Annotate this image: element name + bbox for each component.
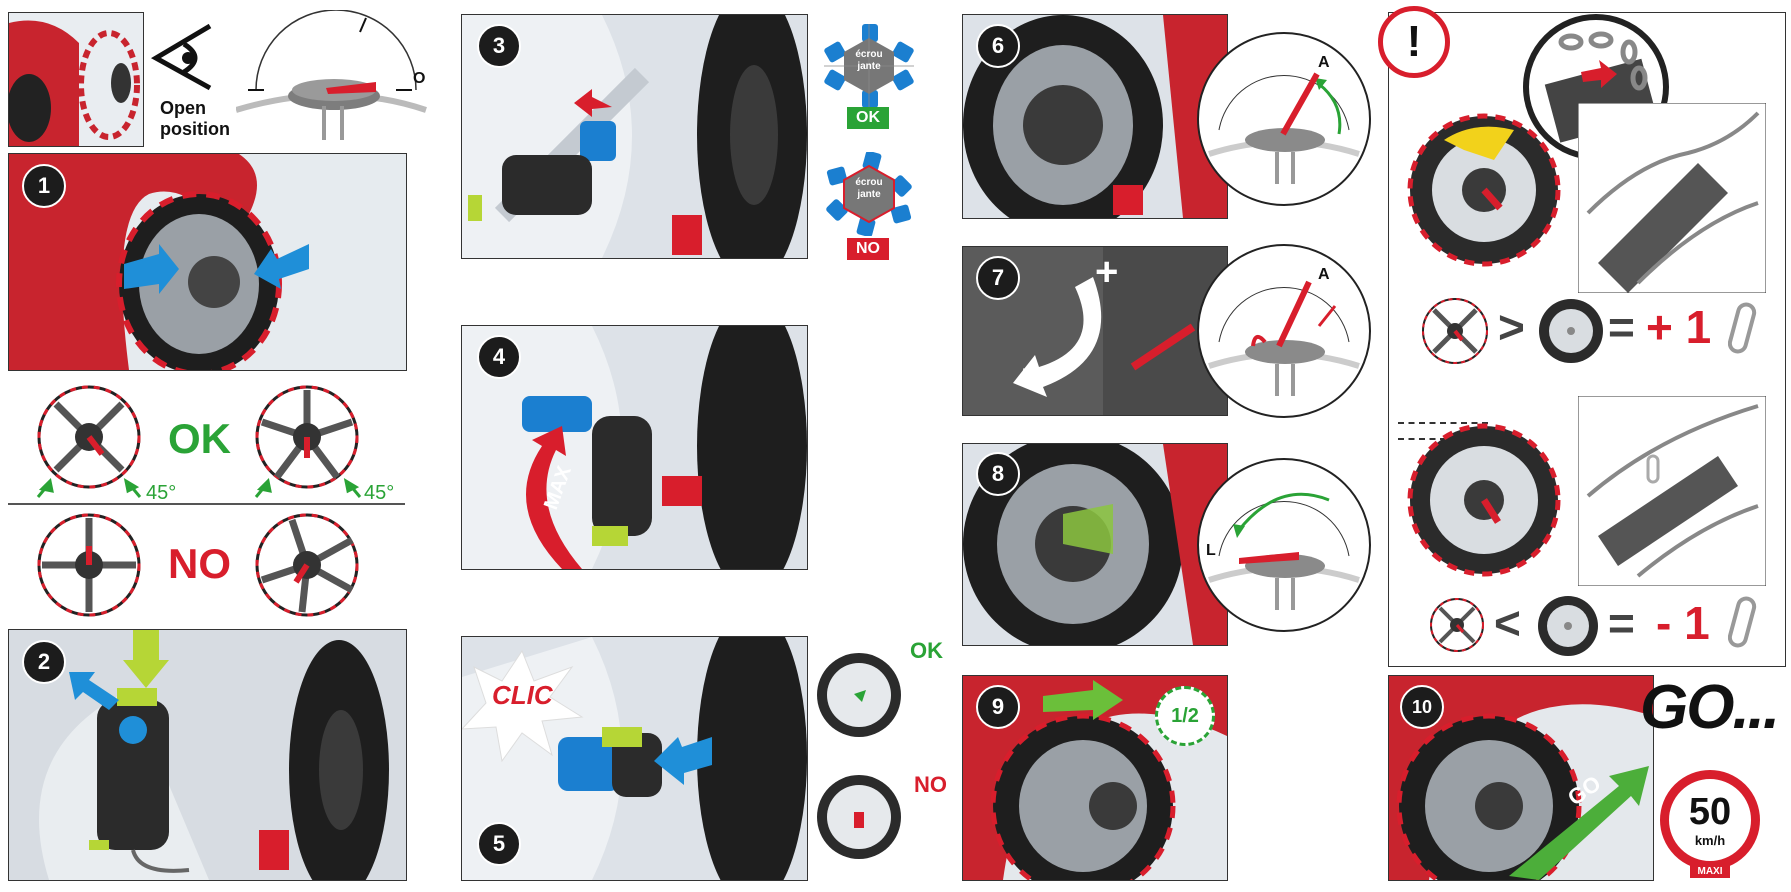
- wheel-ok-label: OK: [168, 415, 231, 462]
- step5-wheel-no: [817, 775, 901, 859]
- warning-minus-one: - 1: [1656, 597, 1710, 649]
- warning-wheel-big-2: [1407, 423, 1561, 577]
- warning-hub-1: [1539, 299, 1603, 363]
- step-1-badge: 1: [22, 164, 66, 208]
- nut-no-text-2: jante: [857, 189, 881, 200]
- chain-link-icon-2: [1728, 596, 1757, 648]
- step-7-badge: 7: [976, 256, 1020, 300]
- step-3-badge: 3: [477, 24, 521, 68]
- nut-ok-label: OK: [847, 107, 889, 129]
- nut-no-label: NO: [847, 238, 889, 260]
- step-8-badge: 8: [976, 452, 1020, 496]
- angle-label-2: 45°: [364, 482, 395, 504]
- warning-chain-closeup: [1523, 14, 1669, 160]
- speed-unit: km/h: [1694, 833, 1726, 848]
- step-4-badge: 4: [477, 335, 521, 379]
- step6-dial-mark: A: [1318, 54, 1330, 71]
- step-2-badge: 2: [22, 640, 66, 684]
- step7-dial-mark: A: [1318, 266, 1330, 283]
- speed-limit-sign: 50 km/h: [1660, 770, 1760, 870]
- dial-mark-o: O: [413, 70, 426, 87]
- step7-zoom: [1197, 244, 1371, 418]
- open-position-dial: [236, 10, 427, 140]
- nut-no-text-1: écrou: [855, 177, 883, 188]
- eye-icon: [150, 23, 212, 91]
- warning-greater: >: [1498, 301, 1525, 353]
- wheel-no-2: [255, 513, 359, 617]
- speed-maxi-label: MAXI: [1690, 864, 1730, 878]
- wheel-ok-2: [255, 385, 359, 489]
- wheel-ok-1: [37, 385, 141, 489]
- overview-thumbnail: [8, 12, 144, 147]
- nut-ok-text-1: écrou: [855, 49, 883, 60]
- warning-mini-wheel-2: [1430, 598, 1484, 652]
- step5-wheel-ok: [817, 653, 901, 737]
- step5-clic-label: CLIC: [492, 680, 553, 710]
- warning-hub-2: [1538, 596, 1598, 656]
- warning-equals-1: =: [1608, 301, 1635, 353]
- warning-chain-detail-1: [1578, 103, 1766, 293]
- step7-minus: -: [1022, 352, 1032, 385]
- step8-photo: [962, 443, 1228, 646]
- warning-mini-wheel-1: [1422, 298, 1488, 364]
- ok-no-divider: [8, 503, 405, 505]
- step8-dial-mark: L: [1206, 542, 1216, 559]
- warning-less: <: [1494, 597, 1521, 649]
- wheel-no-label: NO: [168, 540, 231, 587]
- nut-ok-text: écrou jante: [842, 49, 896, 73]
- angle-arrows: [36, 477, 362, 498]
- step9-fraction-badge: 1/2: [1155, 686, 1215, 746]
- step5-photo: [461, 636, 808, 881]
- step-5-badge: 5: [477, 822, 521, 866]
- warning-symbol: !: [1406, 17, 1422, 66]
- warning-wheel-big-1: [1407, 113, 1561, 267]
- step6-zoom: [1197, 32, 1371, 206]
- step-10-badge: 10: [1400, 685, 1444, 729]
- warning-chain-detail-2: [1578, 396, 1766, 586]
- step9-photo: [962, 675, 1228, 881]
- step5-no-label: NO: [914, 772, 947, 797]
- open-position-line2: position: [160, 119, 230, 139]
- step1-photo: [8, 153, 407, 371]
- warning-plus-one: + 1: [1646, 301, 1712, 353]
- go-title: GO...: [1640, 673, 1780, 742]
- nut-no-icon: [826, 152, 912, 236]
- warning-icon: !: [1378, 6, 1450, 78]
- wheel-no-1: [37, 513, 141, 617]
- nut-ok-icon: [824, 24, 914, 108]
- step3-photo: [461, 14, 808, 259]
- step-6-badge: 6: [976, 24, 1020, 68]
- step-9-badge: 9: [976, 685, 1020, 729]
- speed-value: 50: [1688, 791, 1732, 833]
- angle-label-1: 45°: [146, 482, 177, 504]
- chain-link-icon-1: [1728, 302, 1757, 354]
- nut-ok-text-2: jante: [857, 61, 881, 72]
- step7-plus: +: [1095, 250, 1119, 294]
- step4-photo: [461, 325, 808, 570]
- open-position-line1: Open: [160, 98, 207, 118]
- open-position-label: Open position: [160, 98, 230, 140]
- step5-ok-label: OK: [910, 638, 943, 663]
- step9-fraction: 1/2: [1171, 704, 1199, 727]
- step2-photo: [8, 629, 407, 881]
- nut-no-text: écrou jante: [842, 177, 896, 201]
- step8-zoom: [1197, 458, 1371, 632]
- warning-equals-2: =: [1608, 597, 1635, 649]
